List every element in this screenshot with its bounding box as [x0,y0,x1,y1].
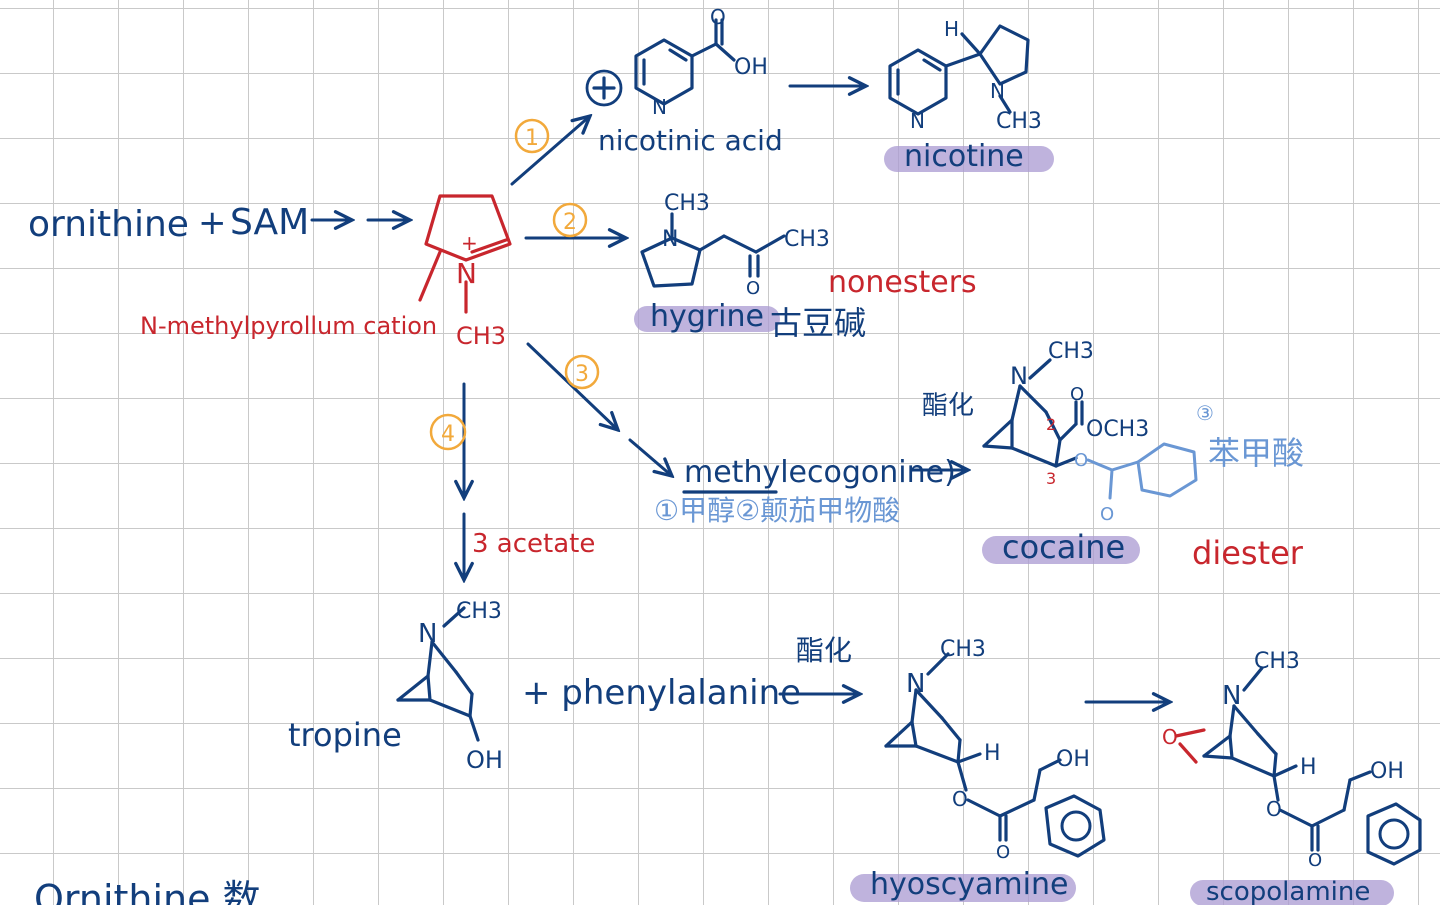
bottom-cut-text: Ornithine 数 ... [34,877,309,905]
step-3-label: 3 [575,362,589,387]
hyoscyamine-structure [884,652,1106,858]
step-1-marker [514,118,550,154]
hyoscyamine-ch3: CH3 [940,637,986,662]
scopolamine-structure [1174,666,1422,866]
nicotine-name: nicotine [904,139,1024,174]
step-3-marker [564,354,600,390]
scopolamine-h: H [1300,755,1317,780]
scopolamine-n: N [1222,681,1241,711]
nicotinic-acid-name: nicotinic acid [598,124,783,157]
hyoscyamine-h: H [984,741,1001,766]
arrow-path-3b [628,438,672,476]
nicotine-h: H [944,17,959,41]
nicotine-highlight [884,146,1054,172]
phenylalanine-label: + phenylalanine [522,673,801,713]
esterify-label-2: 酯化 [796,634,852,667]
nicotine-structure [888,24,1030,116]
nicotinic-acid-structure [634,18,736,106]
hygrine-structure [640,212,786,288]
nicotinic-n: N [652,95,667,119]
acetate-label: 3 acetate [472,529,595,559]
hygrine-cn-name: 古豆碱 [770,304,866,342]
step-2-label: 2 [563,210,577,235]
n-methylpyrrolium-structure [418,194,512,314]
nicotine-ring-n: N [910,109,925,133]
scopolamine-epoxide-o: O [1162,725,1178,749]
esterify-label: 酯化 [922,391,974,421]
hyoscyamine-o2: O [996,842,1010,863]
cocaine-o1: O [1070,384,1084,405]
tropine-structure [396,606,480,742]
arrow-path-1 [510,116,590,186]
scopolamine-o2: O [1308,850,1322,871]
scopolamine-o1: O [1266,797,1282,821]
cocaine-n: N [1010,362,1028,390]
nicotine-ch3: CH3 [996,109,1042,134]
methylecgonine-name: methylecogonine) [684,455,956,490]
hygrine-n: N [662,227,678,252]
step-4-marker [429,413,467,451]
cation-ch3: CH3 [456,322,506,350]
scopolamine-ch3: CH3 [1254,649,1300,674]
cocaine-name: cocaine [1002,528,1125,566]
hyoscyamine-highlight [850,874,1076,902]
tropine-n: N [418,619,437,649]
tropine-ch3: CH3 [456,599,502,624]
methylecgonine-reagents: ①甲醇②颠茄甲物酸 [654,494,900,527]
nicotinic-oh: OH [734,55,768,80]
step-1-label: 1 [525,126,539,151]
oplus-circle [585,69,623,107]
nicotine-n: N [990,79,1005,103]
plus-sign: + [198,203,227,243]
cocaine-highlight [982,536,1140,564]
cocaine-structure [982,358,1198,500]
hyoscyamine-name: hyoscyamine [870,867,1068,902]
cocaine-pos2: 2 [1046,415,1056,434]
hygrine-o: O [746,278,760,299]
hyoscyamine-n: N [906,669,925,699]
cation-plus: + [461,231,478,255]
ornithine-label: ornithine [28,204,189,245]
cocaine-o3: O [1100,504,1114,525]
cocaine-och3: OCH3 [1086,417,1149,442]
cation-n: N [456,257,477,290]
sam-label: SAM [230,202,309,243]
hygrine-name: hygrine [650,299,764,334]
cocaine-benzoic: 苯甲酸 [1208,434,1304,472]
tropine-oh: OH [466,746,503,774]
cocaine-pos3: 3 [1046,469,1056,488]
step-2-marker [552,202,588,238]
hygrine-ch3-right: CH3 [784,227,830,252]
nonesters-note: nonesters [828,265,977,300]
diester-note: diester [1192,534,1304,572]
nicotinic-o: O [710,5,726,29]
scopolamine-highlight [1190,880,1394,905]
hyoscyamine-o1: O [952,787,968,811]
scopolamine-name: scopolamine [1206,877,1370,905]
arrow-path-3a [526,342,618,430]
step-4-label: 4 [441,422,455,447]
tropine-name: tropine [288,716,402,754]
scopolamine-oh: OH [1370,759,1404,784]
hyoscyamine-oh: OH [1056,747,1090,772]
cocaine-benzoic-num: ③ [1196,401,1214,425]
cocaine-o2: O [1074,450,1088,471]
hygrine-ch3-top: CH3 [664,191,710,216]
cation-name: N-methylpyrollum cation [140,312,437,340]
hygrine-highlight [634,306,780,332]
cocaine-ch3: CH3 [1048,339,1094,364]
